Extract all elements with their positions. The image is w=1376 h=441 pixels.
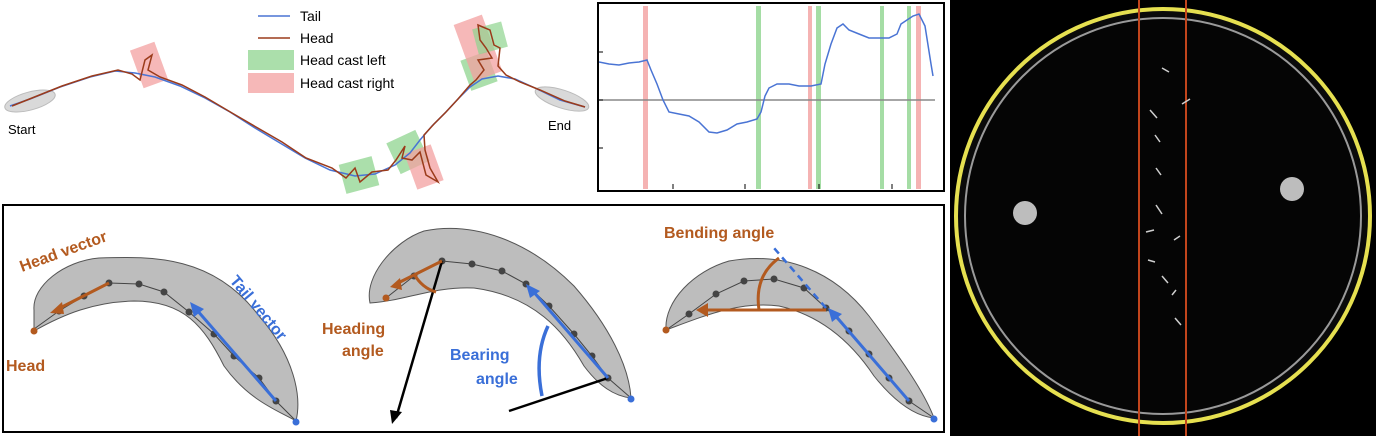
head-point <box>662 326 670 334</box>
heading-arrowhead <box>390 278 402 290</box>
tail-vector-arrow <box>832 313 911 402</box>
legend-cast-right-label: Head cast right <box>300 75 394 91</box>
head-path <box>11 23 586 185</box>
petri-dish-image <box>954 0 1372 436</box>
dish-inner-rim <box>964 17 1362 415</box>
heading-angle-label-line1: Heading <box>322 321 385 338</box>
cast-right-band <box>808 6 812 191</box>
head-vector-arrowhead <box>50 302 64 314</box>
trajectory-plot: Tail Head Head cast left Head cast right… <box>4 8 590 194</box>
bearing-angle-arc <box>537 325 550 397</box>
cast-right-band <box>643 6 648 191</box>
head-vector-arrowhead <box>696 303 708 317</box>
bearing-angle-label-line1: Bearing <box>450 347 510 364</box>
legend-head-label: Head <box>300 30 333 46</box>
tail-point <box>292 418 300 426</box>
bending-angle-label: Bending angle <box>664 225 774 242</box>
larvae <box>1145 67 1191 326</box>
head-point <box>30 327 38 335</box>
trace-plot <box>598 6 935 191</box>
tail-path <box>9 70 586 177</box>
tail-vector-extension <box>773 247 827 309</box>
head-vector-arrow <box>55 281 110 312</box>
cast-left-band <box>816 6 821 191</box>
bearing-reference-line <box>508 376 609 413</box>
goal-direction-arrow <box>394 260 444 419</box>
tail-vector-arrowhead <box>828 308 842 322</box>
trajectory-panel: Tail Head Head cast left Head cast right… <box>0 0 592 200</box>
tail-vector-arrowhead <box>526 284 540 298</box>
tail-point <box>627 395 635 403</box>
vectors-panel: Head vector Tail vector Head Heading ang… <box>2 204 945 433</box>
tail-vector-arrow <box>530 289 610 379</box>
larva-body <box>665 257 935 419</box>
vectors-diagram: Head vector Tail vector Head Heading ang… <box>6 225 938 426</box>
start-blob <box>4 89 56 113</box>
cast-left-band <box>756 6 761 191</box>
goal-direction-arrowhead <box>390 410 402 424</box>
cast-right-band <box>916 6 921 191</box>
bending-angle-arc <box>756 256 780 311</box>
head-label: Head <box>6 358 45 375</box>
bearing-angle-label-line2: angle <box>476 371 518 388</box>
cast-left-box <box>472 21 508 55</box>
legend-cast-right-swatch <box>248 73 294 93</box>
odor-disc-left <box>1013 201 1037 225</box>
larva-body <box>33 256 299 422</box>
head-point <box>382 294 390 302</box>
heading-arrow <box>395 259 443 286</box>
legend-cast-left-label: Head cast left <box>300 52 386 68</box>
tail-vector-arrow <box>194 308 278 402</box>
tail-vector-arrowhead <box>190 302 204 317</box>
cast-left-band <box>880 6 884 191</box>
trace-panel <box>597 2 945 192</box>
legend-tail-label: Tail <box>300 8 321 24</box>
heading-angle-arc <box>412 273 437 294</box>
odor-disc-right <box>1280 177 1304 201</box>
end-label: End <box>548 118 571 133</box>
start-label: Start <box>8 122 36 137</box>
signal-line <box>598 13 934 134</box>
legend-cast-left-swatch <box>248 50 294 70</box>
cast-left-band <box>907 6 911 191</box>
tail-point <box>930 415 938 423</box>
heading-angle-label-line2: angle <box>342 343 384 360</box>
larva-body <box>368 228 632 399</box>
petri-dish-photo <box>950 0 1376 436</box>
